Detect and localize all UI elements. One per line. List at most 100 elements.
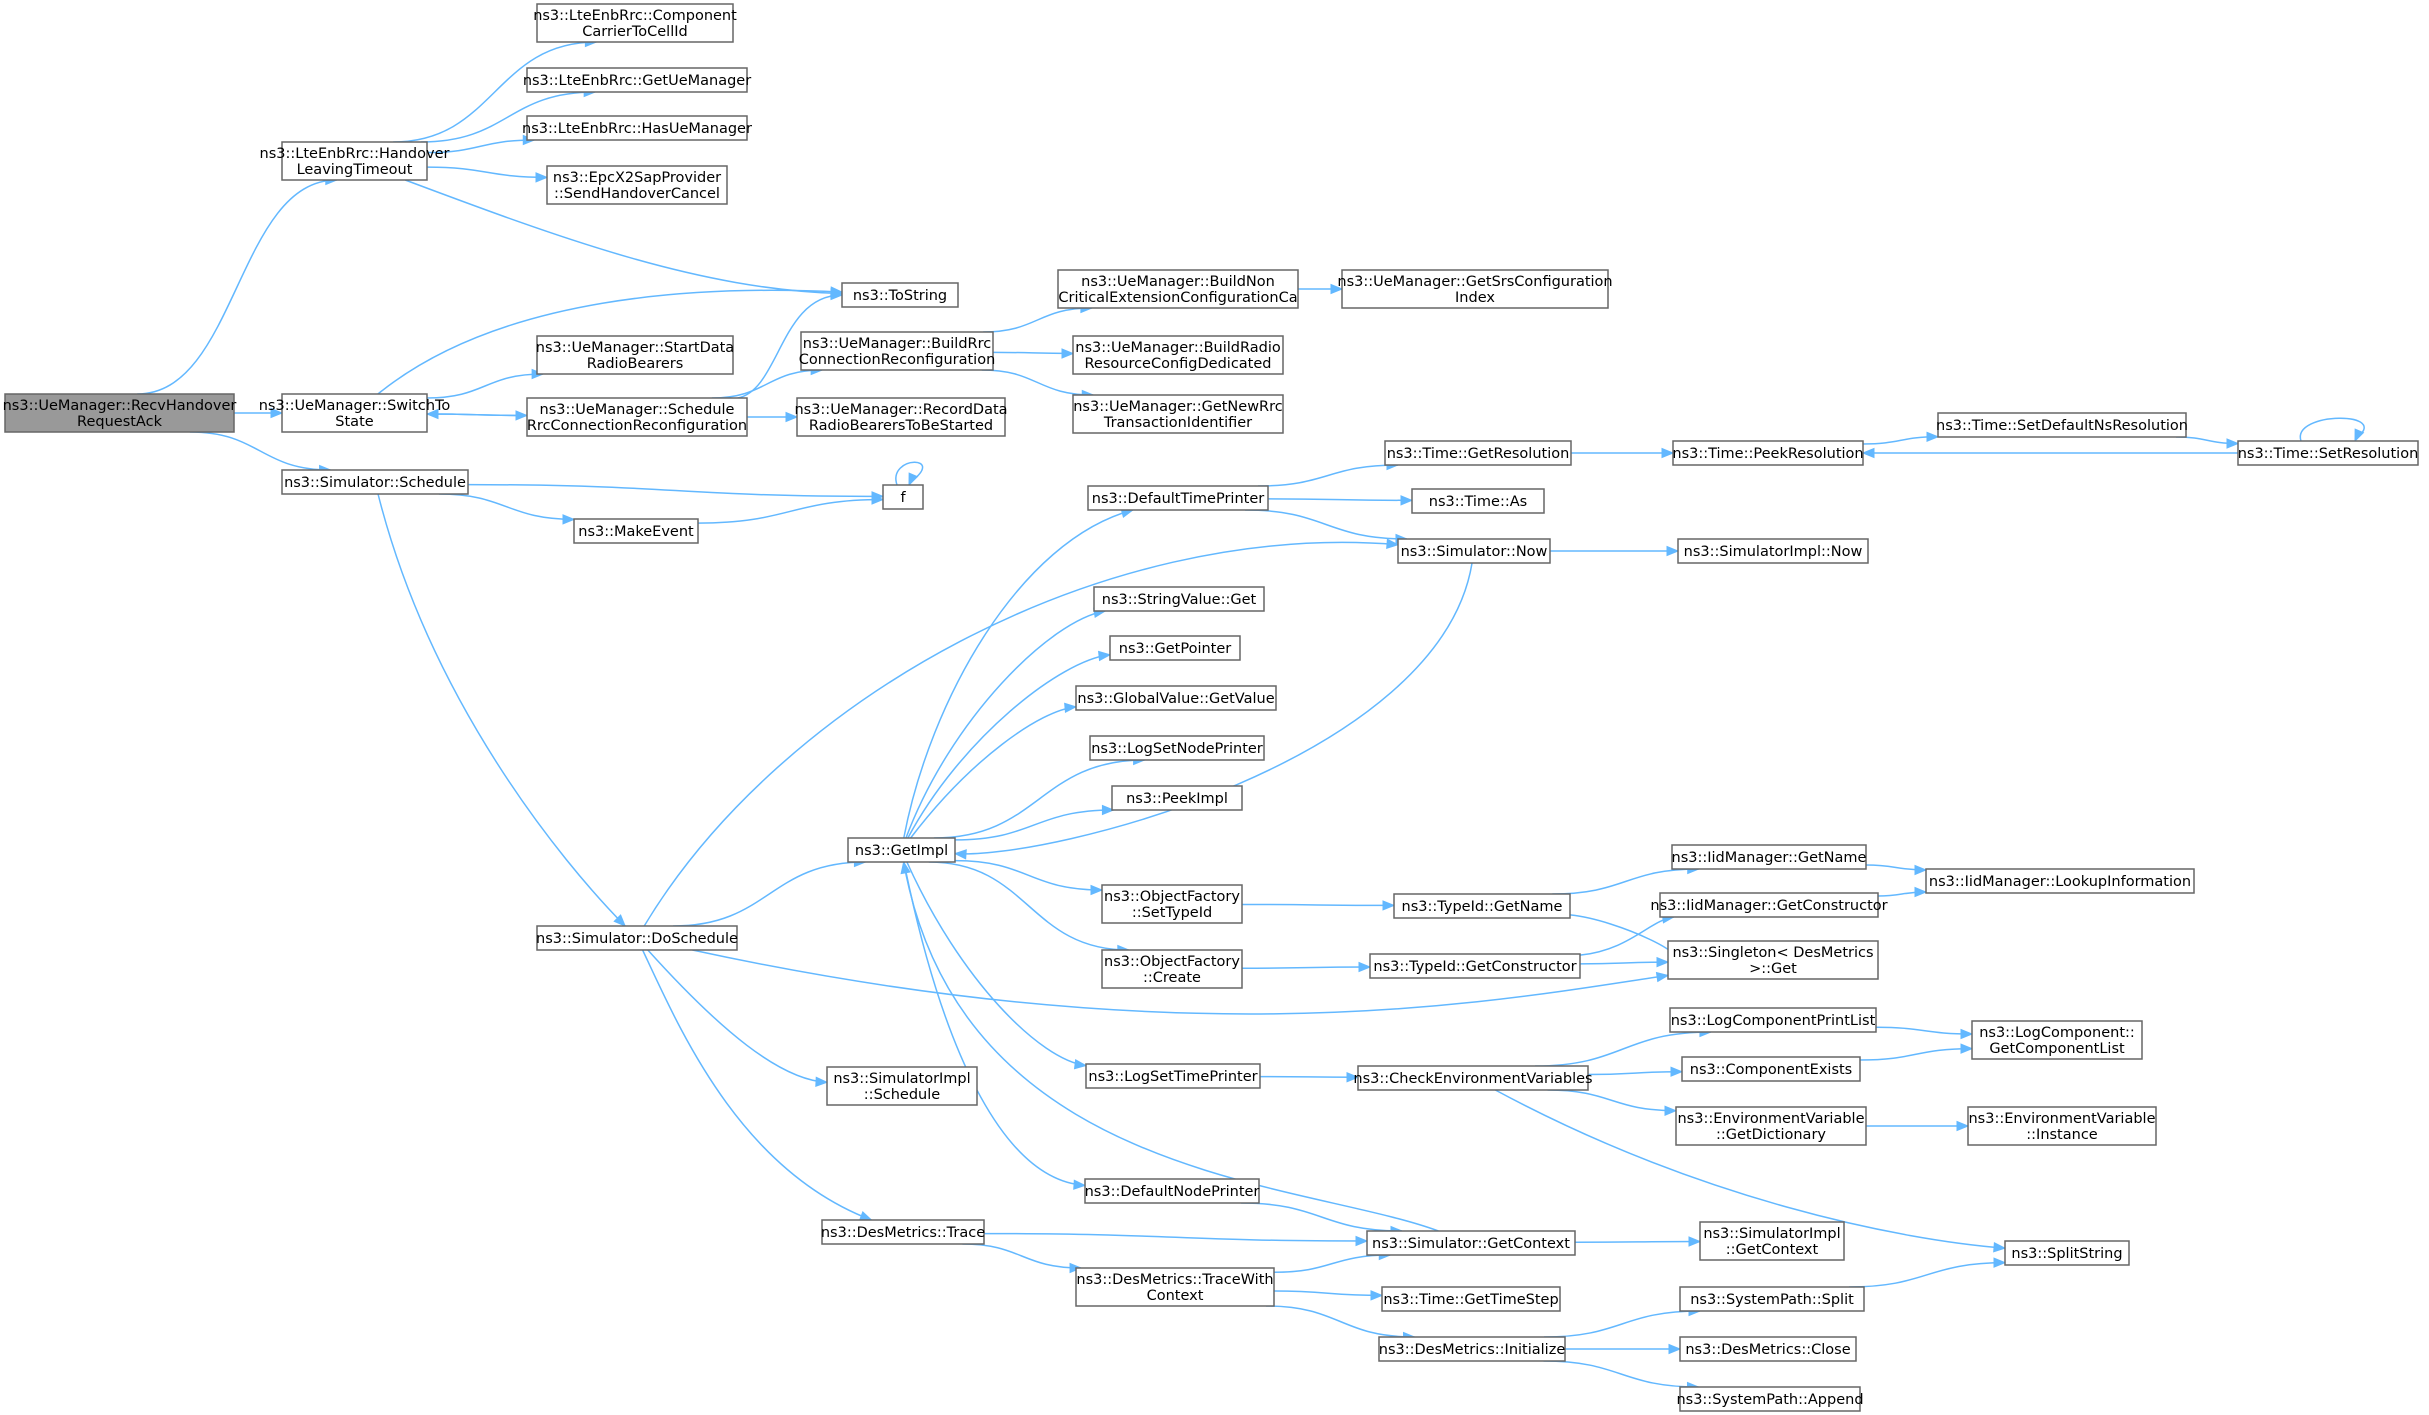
function-node[interactable]: ns3::LteEnbRrc::HasUeManager [522, 115, 752, 141]
function-node-label: ns3::ComponentExists [1690, 1062, 1853, 1078]
call-edge [1859, 1043, 1974, 1061]
function-node[interactable]: ns3::UeManager::GetNewRrcTransactionIden… [1072, 394, 1284, 434]
function-node[interactable]: ns3::Simulator::DoSchedule [536, 925, 738, 951]
function-node[interactable]: ns3::SystemPath::Append [1676, 1386, 1864, 1412]
function-node[interactable]: ns3::LteEnbRrc::GetUeManager [523, 67, 751, 93]
function-node[interactable]: ns3::Simulator::Now [1397, 538, 1551, 564]
function-node[interactable]: ns3::StringValue::Get [1093, 586, 1265, 612]
function-node[interactable]: ns3::DesMetrics::Initialize [1378, 1336, 1566, 1362]
function-node[interactable]: ns3::UeManager::ScheduleRrcConnectionRec… [526, 397, 748, 437]
function-node-label: ns3::IidManager::GetConstructor [1650, 898, 1887, 914]
function-node[interactable]: ns3::GetPointer [1109, 635, 1241, 661]
function-node-label: ns3::UeManager::StartData [536, 340, 734, 356]
function-node-label: ns3::DesMetrics::TraceWith [1076, 1272, 1273, 1288]
function-node[interactable]: ns3::ObjectFactory::SetTypeId [1101, 884, 1243, 924]
call-edge [954, 804, 1115, 841]
function-node[interactable]: ns3::EpcX2SapProvider::SendHandoverCance… [546, 165, 728, 205]
function-node-label: CriticalExtensionConfigurationCa [1058, 290, 1297, 306]
function-node-label: ns3::GetPointer [1119, 641, 1232, 657]
function-node[interactable]: ns3::UeManager::BuildRrcConnectionReconf… [799, 331, 996, 371]
function-node[interactable]: ns3::UeManager::BuildRadioResourceConfig… [1072, 335, 1284, 375]
function-node[interactable]: f [882, 484, 924, 510]
function-node[interactable]: ns3::LogComponent::GetComponentList [1971, 1020, 2143, 1060]
call-edge [438, 493, 576, 525]
function-node-label: ns3::Simulator::Now [1401, 544, 1548, 560]
function-node[interactable]: ns3::LogSetNodePrinter [1089, 735, 1265, 761]
function-node[interactable]: ns3::UeManager::RecordDataRadioBearersTo… [794, 397, 1008, 437]
function-node-label: TransactionIdentifier [1103, 415, 1252, 431]
function-node-label: GetComponentList [1989, 1041, 2125, 1057]
function-node-label: ns3::UeManager::SwitchTo [259, 398, 451, 414]
function-node[interactable]: ns3::GetImpl [847, 837, 956, 863]
function-node[interactable]: ns3::SimulatorImpl::GetContext [1699, 1221, 1845, 1261]
function-node[interactable]: ns3::DefaultTimePrinter [1087, 485, 1269, 511]
function-node[interactable]: ns3::Time::PeekResolution [1672, 440, 1864, 466]
function-node[interactable]: ns3::IidManager::GetConstructor [1650, 892, 1888, 918]
function-node-label: ns3::UeManager::Schedule [540, 402, 735, 418]
call-edge [1494, 1089, 2007, 1253]
function-node[interactable]: ns3::GlobalValue::GetValue [1075, 685, 1277, 711]
function-node[interactable]: ns3::SystemPath::Split [1679, 1286, 1865, 1312]
function-node[interactable]: ns3::TypeId::GetName [1393, 893, 1571, 919]
function-node[interactable]: ns3::IidManager::GetName [1671, 844, 1867, 870]
function-node[interactable]: ns3::SimulatorImpl::Now [1677, 538, 1869, 564]
function-node-label: RadioBearersToBeStarted [809, 418, 993, 434]
function-node[interactable]: ns3::Time::SetResolution [2237, 440, 2419, 466]
function-node[interactable]: ns3::SplitString [2004, 1240, 2130, 1266]
function-node-label: ns3::MakeEvent [578, 524, 694, 540]
function-node-label: LeavingTimeout [297, 162, 413, 178]
function-node[interactable]: ns3::SimulatorImpl::Schedule [826, 1066, 978, 1106]
call-edge [1543, 1305, 1702, 1338]
function-node[interactable]: ns3::TypeId::GetConstructor [1369, 953, 1581, 979]
function-node-label: ns3::UeManager::GetNewRrc [1073, 399, 1283, 415]
function-node[interactable]: ns3::IidManager::LookupInformation [1925, 868, 2195, 894]
function-node[interactable]: ns3::LogComponentPrintList [1669, 1007, 1877, 1033]
call-edge [1587, 1066, 1684, 1077]
call-edge [1579, 956, 1670, 968]
function-node[interactable]: ns3::CheckEnvironmentVariables [1353, 1065, 1593, 1091]
call-edge [962, 1243, 1083, 1274]
call-edge [1259, 1071, 1360, 1083]
call-edge [1273, 1290, 1384, 1301]
function-node[interactable]: ns3::LogSetTimePrinter [1085, 1063, 1261, 1089]
function-node[interactable]: ns3::PeekImpl [1111, 785, 1243, 811]
function-node[interactable]: ns3::Time::GetTimeStep [1381, 1286, 1561, 1312]
function-node-label: ns3::LteEnbRrc::Component [533, 8, 737, 24]
function-node[interactable]: ns3::ToString [841, 282, 959, 308]
function-node[interactable]: ns3::ObjectFactory::Create [1101, 949, 1243, 989]
function-node-label: ns3::SimulatorImpl::Now [1684, 544, 1863, 560]
function-node[interactable]: ns3::UeManager::BuildNonCriticalExtensio… [1057, 269, 1299, 309]
function-node-label: ::GetContext [1726, 1242, 1819, 1258]
function-node-label: ns3::LogComponentPrintList [1671, 1013, 1876, 1029]
call-edge [1571, 447, 1675, 459]
function-node-label: RequestAck [77, 414, 163, 430]
function-node[interactable]: ns3::Time::SetDefaultNsResolution [1936, 412, 2188, 438]
function-node-label: ns3::SimulatorImpl [833, 1071, 970, 1087]
call-edge [1875, 1026, 1974, 1040]
function-node[interactable]: ns3::MakeEvent [573, 518, 699, 544]
function-node[interactable]: ns3::ComponentExists [1681, 1056, 1861, 1082]
function-node[interactable]: ns3::Simulator::GetContext [1366, 1230, 1576, 1256]
function-node[interactable]: ns3::Time::As [1411, 488, 1545, 514]
call-edge [137, 174, 339, 395]
function-node-label: ::Create [1143, 970, 1201, 986]
function-node[interactable]: ns3::Time::GetResolution [1384, 440, 1572, 466]
function-node-label: ns3::DefaultTimePrinter [1092, 491, 1264, 507]
function-node[interactable]: ns3::DefaultNodePrinter [1084, 1178, 1260, 1204]
call-edge [2175, 436, 2240, 449]
function-node-label: ns3::GetImpl [855, 843, 948, 859]
function-node[interactable]: ns3::DesMetrics::Close [1679, 1336, 1857, 1362]
function-node[interactable]: ns3::Simulator::Schedule [281, 469, 469, 495]
function-node[interactable]: ns3::EnvironmentVariable::GetDictionary [1675, 1106, 1867, 1146]
function-node[interactable]: ns3::Singleton< DesMetrics>::Get [1667, 940, 1879, 980]
function-node[interactable]: ns3::EnvironmentVariable::Instance [1967, 1106, 2157, 1146]
function-node-label: ns3::LogSetNodePrinter [1091, 741, 1263, 757]
function-node[interactable]: ns3::DesMetrics::Trace [821, 1219, 985, 1245]
